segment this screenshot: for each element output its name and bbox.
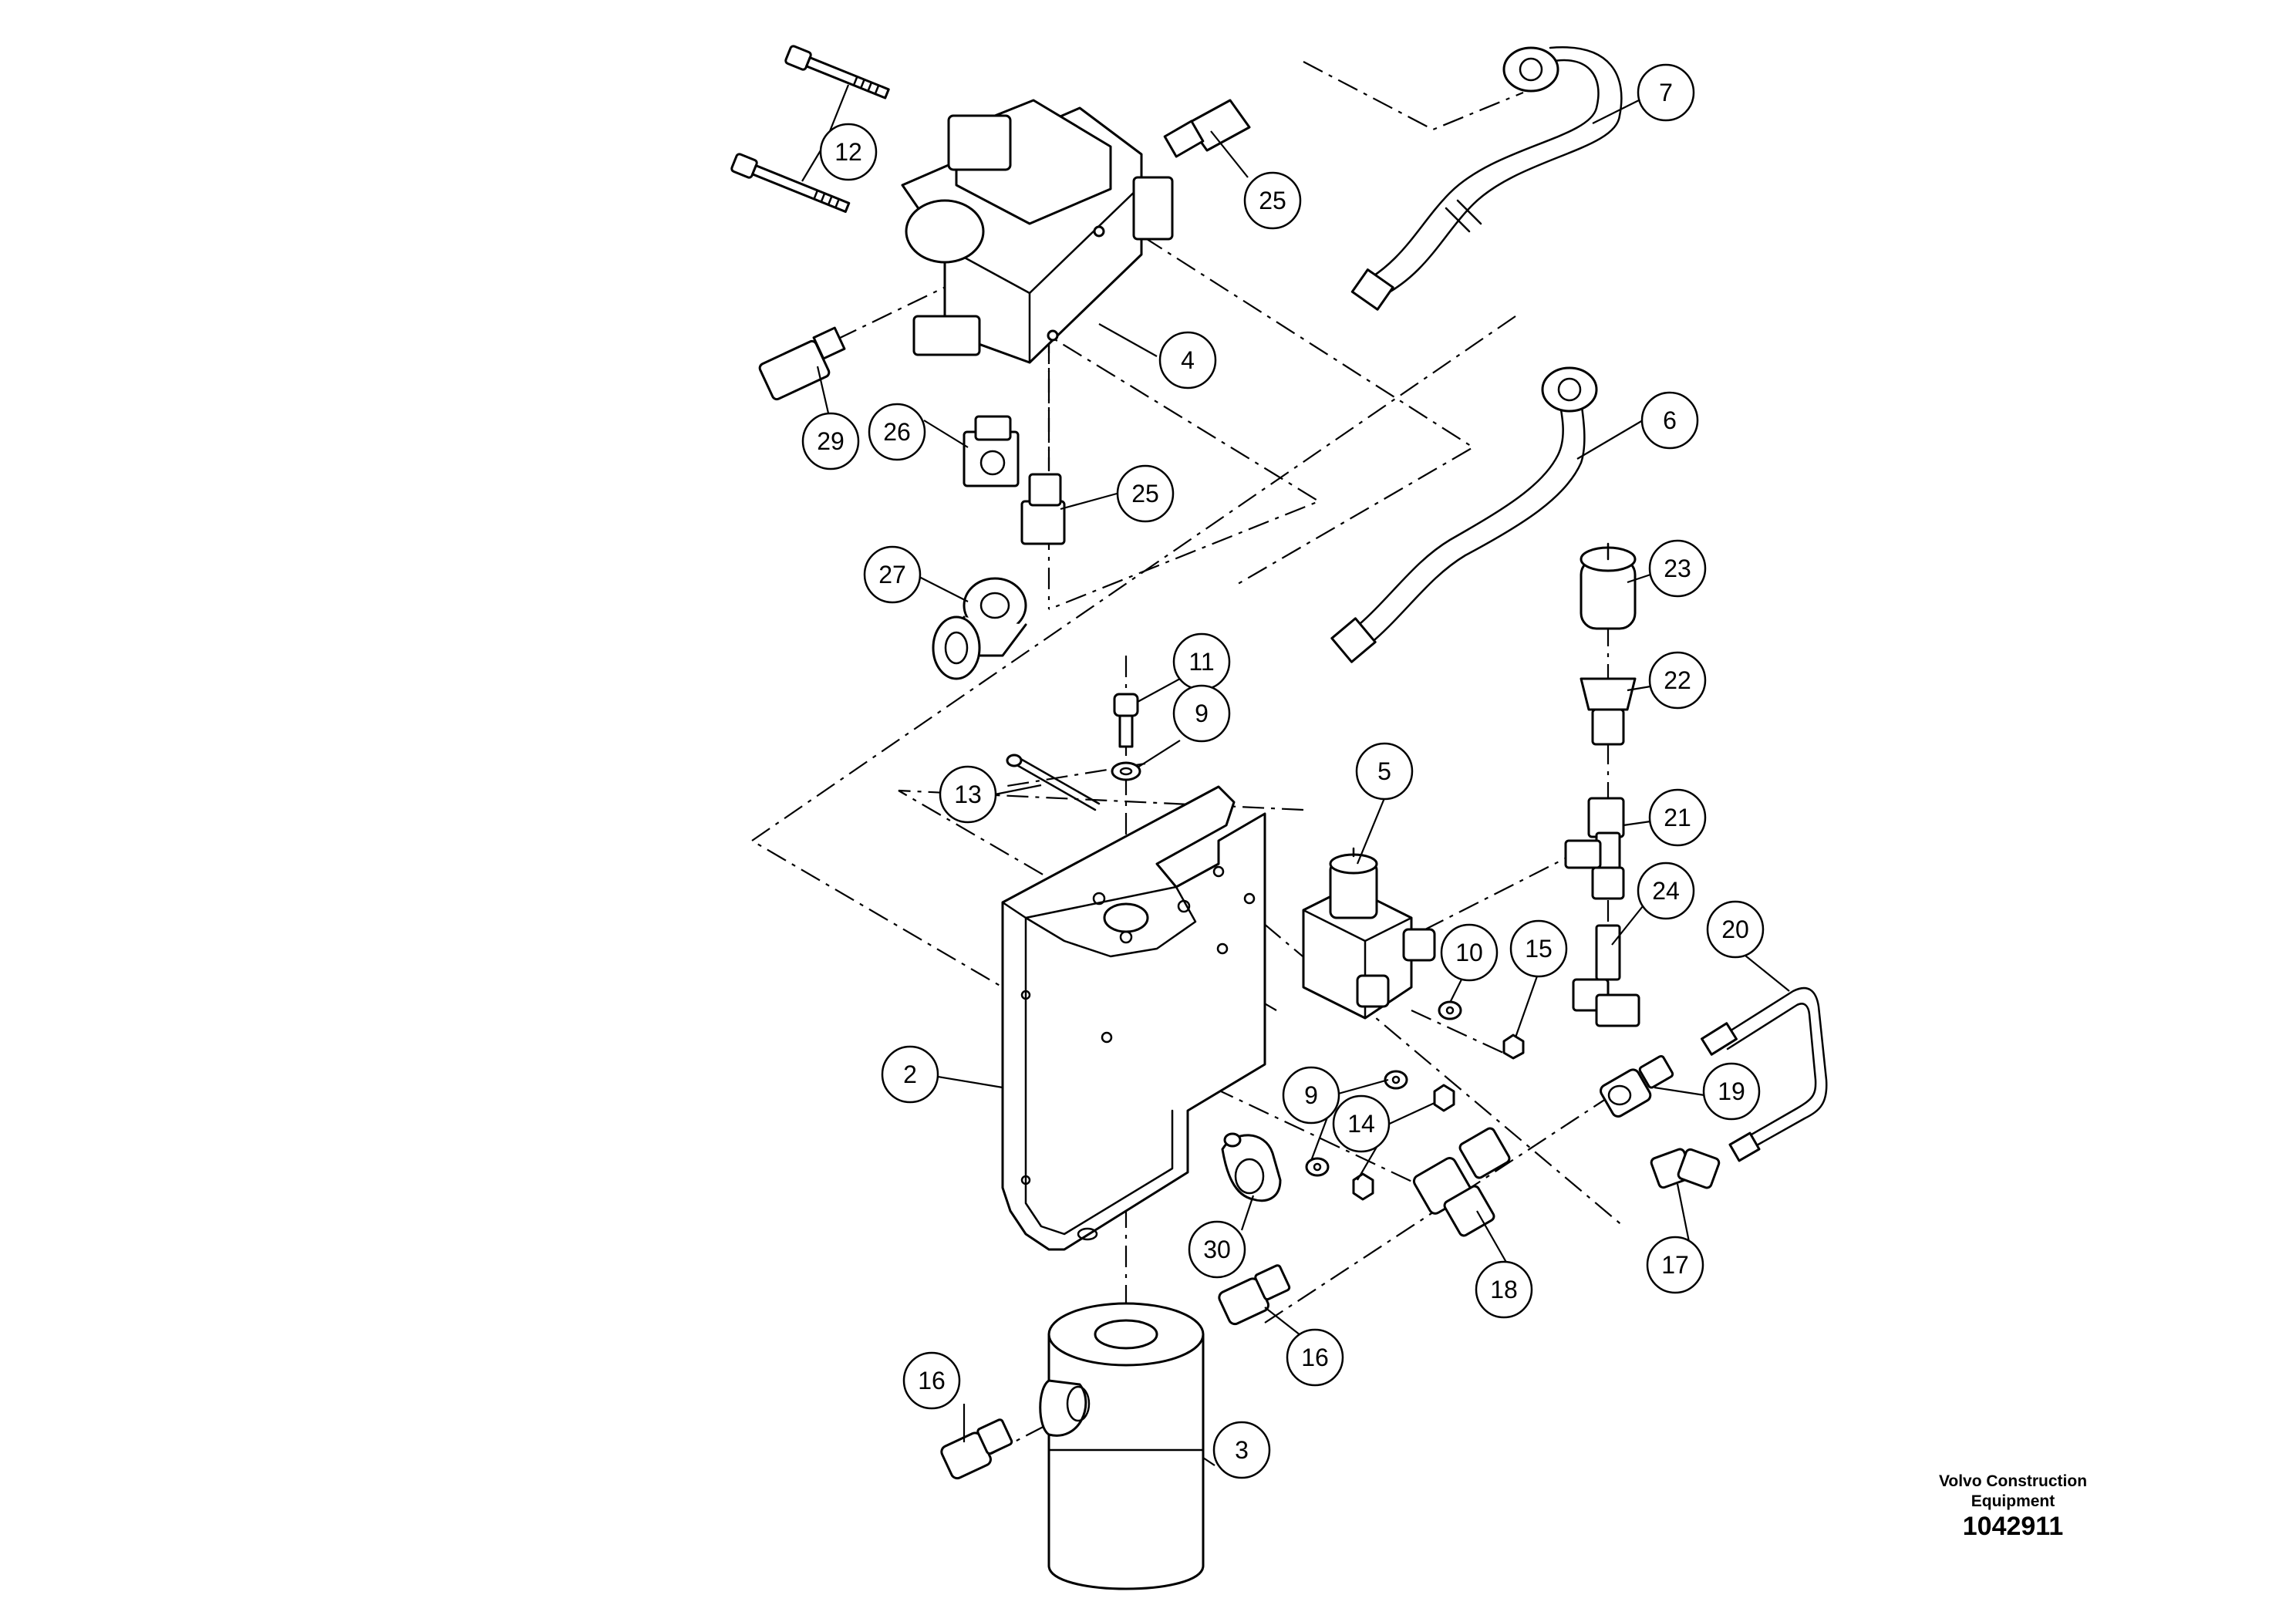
part-valve-5 — [1302, 847, 1436, 1020]
part-tee-18 — [1412, 1127, 1511, 1237]
callout-4: 4 — [1158, 331, 1217, 389]
part-bolt-11 — [1113, 693, 1139, 748]
callout-label: 21 — [1664, 804, 1691, 831]
part-adapter-22 — [1580, 677, 1637, 746]
callout-16: 16 — [902, 1351, 961, 1410]
callout-11: 11 — [1172, 632, 1231, 691]
callout-label: 9 — [1195, 700, 1209, 727]
callout-label: 13 — [954, 781, 982, 808]
callout-26: 26 — [868, 403, 926, 461]
part-pipe-6 — [1330, 366, 1598, 663]
callout-label: 17 — [1661, 1251, 1689, 1279]
callout-24: 24 — [1637, 862, 1695, 920]
callout-23: 23 — [1648, 539, 1707, 598]
part-fitting-26 — [963, 415, 1020, 487]
callout-label: 14 — [1347, 1110, 1375, 1138]
callout-19: 19 — [1702, 1062, 1761, 1121]
part-elbow-27 — [932, 577, 1027, 680]
callout-label: 30 — [1203, 1236, 1231, 1263]
callout-12: 12 — [819, 123, 878, 181]
part-washer-9-top — [1111, 761, 1141, 781]
part-nut-19 — [1600, 1054, 1674, 1118]
callout-20: 20 — [1706, 900, 1765, 959]
part-clamp-30 — [1221, 1132, 1282, 1202]
callout-label: 3 — [1235, 1436, 1249, 1464]
callout-22: 22 — [1648, 651, 1707, 710]
callout-label: 27 — [878, 561, 906, 588]
callout-label: 5 — [1377, 757, 1391, 785]
callout-13: 13 — [939, 765, 997, 824]
part-bolts-12 — [730, 45, 890, 214]
part-fitting-29 — [758, 326, 846, 401]
callout-label: 15 — [1525, 935, 1553, 963]
part-pipe-7 — [1350, 46, 1623, 311]
callout-label: 22 — [1664, 666, 1691, 694]
callout-15: 15 — [1509, 919, 1568, 978]
callout-25: 25 — [1116, 464, 1175, 523]
callout-29: 29 — [801, 412, 860, 470]
callout-label: 6 — [1663, 406, 1677, 434]
callout-10: 10 — [1440, 923, 1499, 982]
part-bracket-2 — [1001, 785, 1266, 1251]
maker-line-2: Equipment — [1971, 1492, 2055, 1510]
callout-label: 11 — [1188, 648, 1214, 676]
callout-label: 12 — [834, 138, 862, 166]
callout-16: 16 — [1286, 1328, 1344, 1387]
callout-label: 16 — [1301, 1344, 1329, 1371]
callout-9: 9 — [1172, 684, 1231, 743]
callout-17: 17 — [1646, 1236, 1704, 1294]
callout-label: 26 — [883, 418, 911, 446]
part-elbow-17 — [1650, 1148, 1721, 1189]
callout-label: 24 — [1652, 877, 1680, 905]
part-bolt-13 — [1006, 754, 1101, 811]
part-fitting-25-mid — [1020, 473, 1066, 545]
part-nut-15 — [1502, 1034, 1525, 1060]
part-fitting-16-left — [940, 1418, 1013, 1480]
part-filter-3 — [1039, 1302, 1205, 1590]
callout-3: 3 — [1212, 1421, 1271, 1479]
callout-label: 2 — [903, 1061, 917, 1088]
part-valve-block-4 — [901, 99, 1174, 364]
callout-14: 14 — [1332, 1094, 1391, 1153]
callout-2: 2 — [881, 1045, 939, 1104]
part-sensor-23 — [1580, 542, 1637, 630]
callout-label: 10 — [1455, 939, 1483, 966]
callout-6: 6 — [1640, 391, 1699, 450]
callout-label: 25 — [1259, 187, 1286, 214]
callout-25: 25 — [1243, 171, 1302, 230]
callout-label: 4 — [1181, 346, 1195, 374]
callout-label: 9 — [1304, 1081, 1318, 1109]
callout-9: 9 — [1282, 1066, 1340, 1125]
callout-5: 5 — [1355, 742, 1414, 801]
callout-label: 19 — [1718, 1077, 1745, 1105]
part-fitting-25-top — [1163, 99, 1251, 158]
part-elbow-24 — [1572, 924, 1640, 1027]
callout-7: 7 — [1637, 63, 1695, 122]
maker-credit: Volvo Construction Equipment — [1882, 1472, 2144, 1512]
part-washer-10 — [1438, 1000, 1462, 1020]
callout-21: 21 — [1648, 788, 1707, 847]
callout-label: 18 — [1490, 1276, 1518, 1303]
part-washers-9-nuts-14 — [1305, 1070, 1455, 1201]
callout-label: 23 — [1664, 555, 1691, 582]
part-fitting-16-right — [1218, 1264, 1291, 1326]
document-number: 1042911 — [1962, 1512, 2064, 1541]
callout-18: 18 — [1475, 1260, 1533, 1319]
part-tee-21 — [1564, 797, 1625, 900]
callout-30: 30 — [1188, 1220, 1246, 1279]
callout-label: 7 — [1659, 79, 1673, 106]
callout-label: 25 — [1131, 480, 1159, 508]
callout-label: 16 — [918, 1367, 946, 1394]
callout-label: 20 — [1721, 916, 1749, 943]
maker-line-1: Volvo Construction — [1938, 1472, 2088, 1490]
part-pipe-20 — [1701, 986, 1828, 1162]
callout-label: 29 — [817, 427, 845, 455]
callout-27: 27 — [863, 545, 922, 604]
